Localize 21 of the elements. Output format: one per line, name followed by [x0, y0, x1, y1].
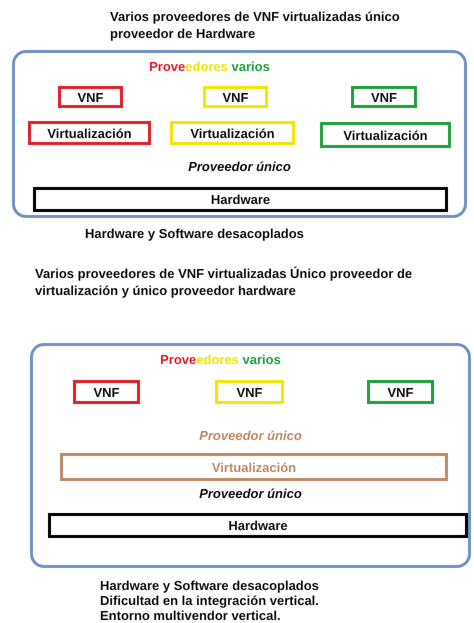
caption-text: Hardware y Software desacoplados Dificultad en la integración vertical. Entorno multivendor vertical. [100, 578, 319, 623]
layer-box: Virtualización [170, 121, 295, 145]
layer-box: Hardware [48, 513, 468, 538]
caption-text: Hardware y Software desacoplados [85, 226, 304, 241]
layer-caption: Proveedor único [198, 428, 303, 443]
layer-caption: Proveedor único [187, 159, 292, 174]
colored-heading: Proveedores varios [148, 59, 271, 74]
layer-box: VNF [215, 380, 284, 404]
layer-box: VNF [73, 380, 140, 404]
layer-box: VNF [58, 86, 123, 108]
layer-box: VNF [203, 86, 268, 108]
layer-box: VNF [351, 86, 417, 108]
heading-text: Varios proveedores de VNF virtualizadas único proveedor de Hardware [110, 8, 401, 42]
layer-box: VNF [367, 380, 434, 404]
heading-text: Varios proveedores de VNF virtualizadas Único proveedor de virtualización y único proveedor hardware [35, 265, 414, 299]
layer-box: Virtualización [60, 453, 448, 481]
layer-caption: Proveedor único [198, 486, 303, 501]
layer-box: Virtualización [320, 122, 451, 148]
layer-box: Virtualización [28, 121, 151, 145]
colored-heading: Proveedores varios [159, 352, 282, 367]
layer-box: Hardware [33, 187, 448, 212]
